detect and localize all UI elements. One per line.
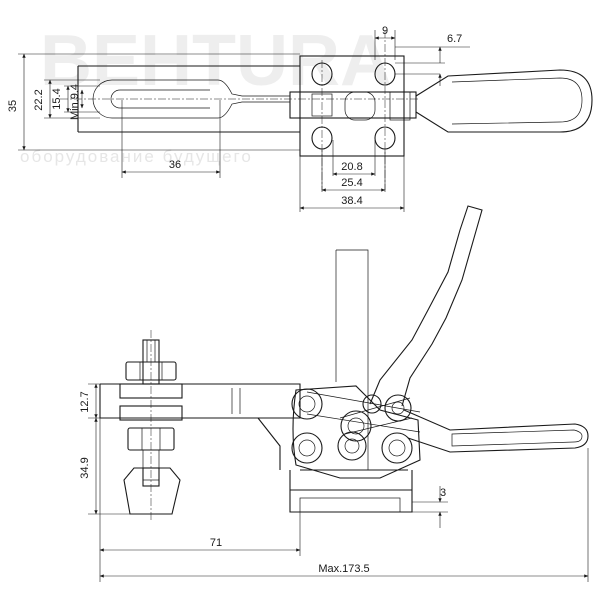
dim-max-173-5: Max.173.5 [318, 563, 369, 575]
top-slot-inner [110, 89, 210, 109]
dim-38-4: 38.4 [341, 195, 362, 207]
side-column [335, 249, 369, 470]
pivot-4 [337, 431, 367, 461]
top-pivot-c [389, 91, 411, 121]
dim-9: 9 [382, 25, 388, 37]
top-pivot-b [344, 91, 376, 121]
side-view: 12.7 34.9 71 3 Max.173.5 [79, 205, 589, 582]
link-bar-a [306, 391, 421, 433]
spindle-rubber-tip [123, 467, 181, 515]
dim-3: 3 [440, 487, 446, 499]
side-open-handle [369, 205, 483, 407]
top-handle [415, 69, 593, 133]
dim-35: 35 [7, 100, 19, 112]
pivot-5 [381, 432, 413, 464]
top-handle-grip [451, 77, 583, 125]
side-handle-grip [451, 429, 583, 447]
watermark-brand: BEHTURA [40, 21, 392, 101]
pivot-2 [291, 432, 323, 464]
dim-20-8: 20.8 [341, 161, 362, 173]
dim-25-4: 25.4 [341, 177, 362, 189]
dim-71: 71 [210, 537, 222, 549]
dim-15-4: 15.4 [51, 88, 63, 109]
link-bar-b [339, 397, 413, 435]
pivot-3 [340, 410, 372, 442]
side-handle [403, 409, 589, 453]
top-view: 35 22.2 15.4 Min.9.4 9 6.7 36 [7, 25, 593, 212]
side-clamp-arm [99, 383, 301, 470]
dim-22-2: 22.2 [33, 89, 45, 110]
pivot-7 [362, 394, 382, 414]
dim-36: 36 [169, 159, 181, 171]
dim-min-9-4: Min.9.4 [69, 84, 81, 120]
dim-34-9: 34.9 [79, 457, 91, 478]
top-base-plate [299, 55, 405, 157]
dim-12-7: 12.7 [79, 391, 91, 412]
dim-6-7: 6.7 [447, 33, 462, 45]
side-linkage-plate [292, 385, 421, 479]
watermark-tagline: оборудование будущего [20, 147, 253, 166]
pivot-1 [291, 388, 323, 420]
side-base-bracket [289, 469, 413, 513]
